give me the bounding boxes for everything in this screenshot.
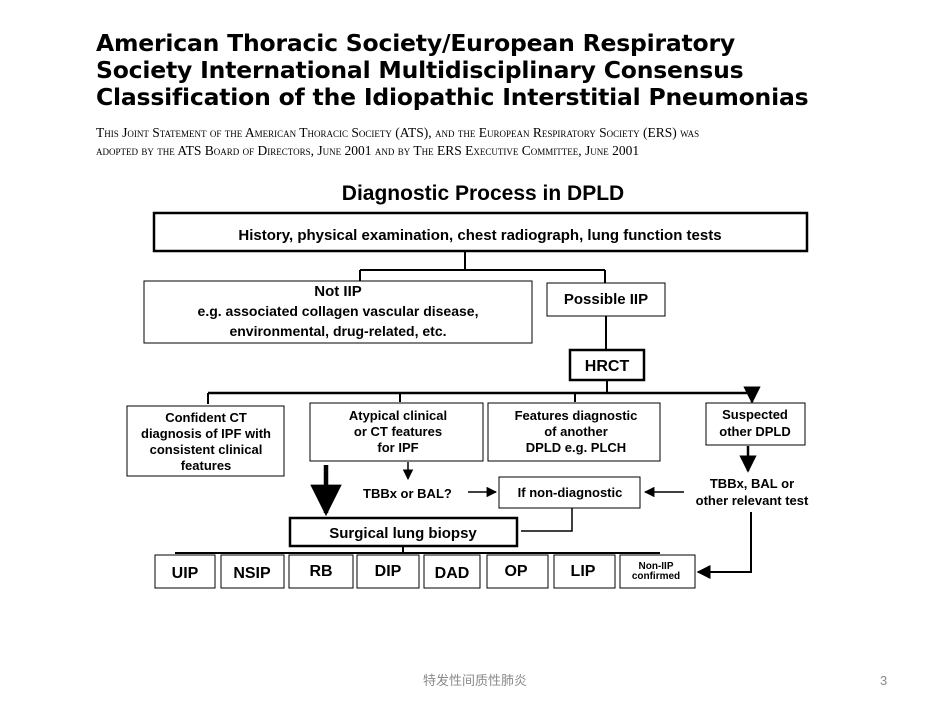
footer-caption: 特发性间质性肺炎 (422, 674, 527, 689)
outcome-dad: DAD (435, 565, 470, 582)
atypical-line: Atypical clinical (349, 408, 447, 423)
suspected-line: Suspected (722, 407, 788, 422)
not-iip-line: environmental, drug-related, etc. (229, 323, 446, 339)
connector (521, 508, 573, 532)
confident-ct-box (126, 405, 285, 477)
diagram-title: Diagnostic Process in DPLD (342, 182, 624, 205)
features-diagnostic-box (487, 402, 661, 462)
outcome-rb: RB (309, 563, 332, 580)
non-diagnostic-label: If non-diagnostic (518, 485, 623, 500)
features-line: Features diagnostic (515, 408, 638, 423)
statement-line: adopted by the ATS Board of Directors, J… (96, 143, 640, 158)
outcome-nsip: NSIP (233, 565, 271, 582)
confident-ct-line: Confident CT (165, 410, 247, 425)
outcome-lip: LIP (571, 563, 596, 580)
title-line: Society International Multidisciplinary … (96, 56, 744, 84)
suspected-line: other DPLD (719, 424, 791, 439)
history-label: History, physical examination, chest rad… (238, 227, 721, 244)
surgical-biopsy-label: Surgical lung biopsy (329, 525, 477, 542)
features-line: DPLD e.g. PLCH (526, 440, 626, 455)
slide-title: American Thoracic Society/European Respi… (96, 30, 916, 111)
outcome-box-dad (423, 554, 481, 589)
not-iip-box (143, 280, 533, 344)
title-line: Classification of the Idiopathic Interst… (96, 83, 809, 111)
statement-note: This Joint Statement of the American Tho… (96, 124, 896, 160)
atypical-box (309, 402, 484, 462)
outcome-box-op (486, 554, 549, 589)
not-iip-line: e.g. associated collagen vascular diseas… (198, 303, 479, 319)
atypical-line: or CT features (354, 424, 442, 439)
hrct-label: HRCT (585, 358, 630, 375)
outcome-box-uip (154, 554, 216, 589)
outcome-non-iip-line: confirmed (632, 571, 680, 582)
outcome-dip: DIP (375, 563, 402, 580)
outcome-box-dip (356, 554, 420, 589)
outcome-non-iip-line: Non-IIP (639, 561, 674, 572)
outcome-op: OP (504, 563, 527, 580)
confident-ct-line: consistent clinical (150, 442, 263, 457)
confident-ct-line: features (181, 458, 232, 473)
tbbx-bal-question: TBBx or BAL? (363, 486, 452, 501)
outcome-box-rb (288, 554, 354, 589)
confident-ct-line: diagnosis of IPF with (141, 426, 271, 441)
suspected-box (705, 402, 806, 446)
statement-line: This Joint Statement of the American Tho… (96, 125, 700, 140)
not-iip-title: Not IIP (314, 283, 362, 300)
title-line: American Thoracic Society/European Respi… (96, 29, 736, 57)
non-diagnostic-box (498, 476, 641, 509)
outcome-box-non-iip (619, 554, 696, 589)
tbbx-bal-other-line: TBBx, BAL or (710, 476, 794, 491)
atypical-line: for IPF (377, 440, 418, 455)
outcome-box-nsip (220, 554, 285, 589)
outcome-uip: UIP (172, 565, 199, 582)
page-number: 3 (880, 673, 888, 688)
history-box (152, 211, 809, 253)
features-line: of another (544, 424, 608, 439)
arrow (696, 512, 752, 579)
tbbx-bal-other-line: other relevant test (696, 493, 809, 508)
outcome-box-lip (553, 554, 616, 589)
possible-iip-label: Possible IIP (564, 291, 648, 308)
